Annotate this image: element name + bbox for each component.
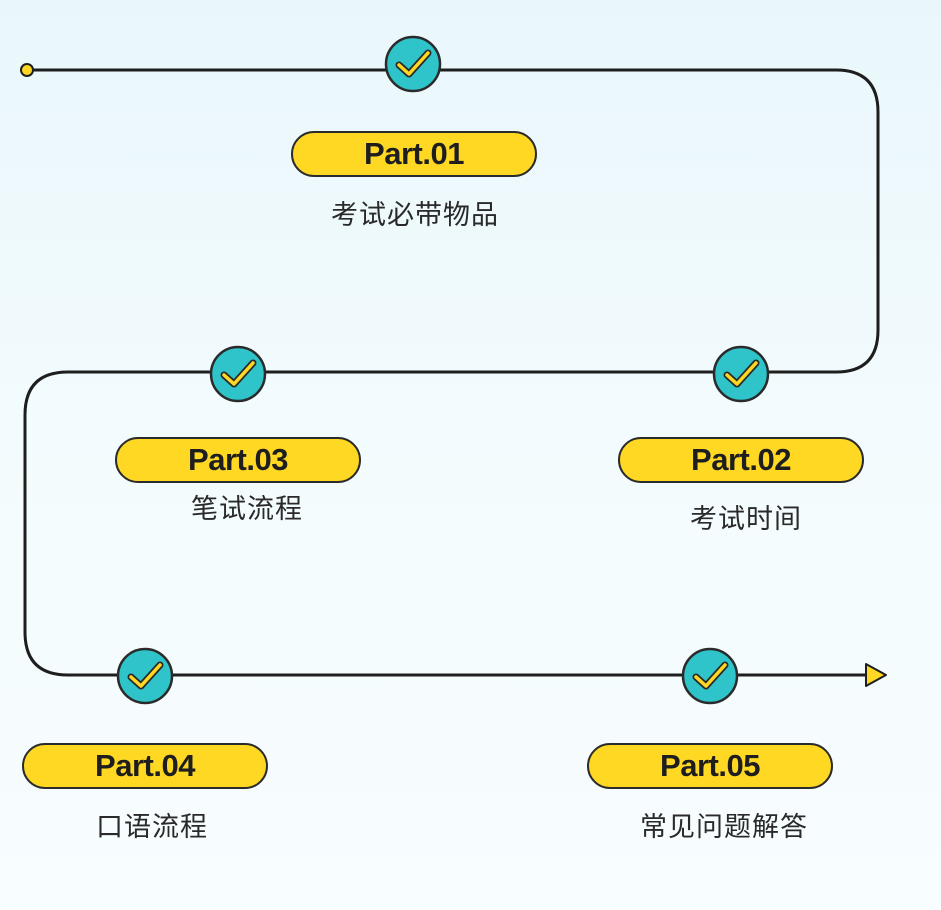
- check-circle-icon: [209, 345, 267, 403]
- step-caption-part-01: 考试必带物品: [331, 200, 499, 231]
- step-label-part-01: Part.01: [291, 131, 537, 177]
- step-caption-part-04: 口语流程: [96, 812, 208, 843]
- step-caption-part-03: 笔试流程: [191, 494, 303, 525]
- check-circle-icon: [681, 647, 739, 705]
- step-label-part-04: Part.04: [22, 743, 268, 789]
- start-dot-icon: [20, 63, 34, 77]
- step-label-part-02: Part.02: [618, 437, 864, 483]
- check-circle-icon: [384, 35, 442, 93]
- track-line: [23, 68, 880, 677]
- check-circle-icon: [712, 345, 770, 403]
- step-caption-part-05: 常见问题解答: [640, 812, 808, 843]
- step-caption-part-02: 考试时间: [690, 504, 802, 535]
- step-label-part-05: Part.05: [587, 743, 833, 789]
- arrow-right-icon: [865, 663, 887, 687]
- step-label-part-03: Part.03: [115, 437, 361, 483]
- check-circle-icon: [116, 647, 174, 705]
